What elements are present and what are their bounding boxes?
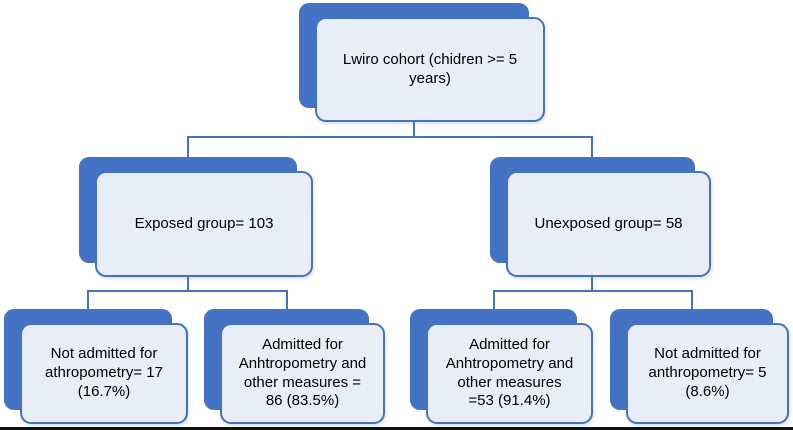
- node-unexposed-group: Unexposed group= 58: [490, 157, 711, 277]
- node-exposed-admitted-box: Admitted for Anhtropometry and other mea…: [220, 323, 385, 424]
- node-exposed-admitted: Admitted for Anhtropometry and other mea…: [204, 309, 385, 424]
- connector-unexposed-children: [493, 277, 693, 309]
- node-exposed-group: Exposed group= 103: [79, 157, 313, 277]
- node-unexposed-admitted-box: Admitted for Anhtropometry and other mea…: [426, 323, 593, 424]
- connector-root-children: [187, 122, 593, 157]
- node-root-label: Lwiro cohort (chidren >= 5 years): [342, 50, 518, 87]
- node-exposed-not-admitted: Not admitted for athropometry= 17 (16.7%…: [4, 309, 188, 424]
- node-unexposed-not-admitted-box: Not admitted for anthropometry= 5 (8.6%): [626, 323, 789, 424]
- node-unexposed-group-box: Unexposed group= 58: [506, 171, 711, 277]
- node-unexposed-admitted: Admitted for Anhtropometry and other mea…: [410, 309, 593, 424]
- node-unexposed-not-admitted-label: Not admitted for anthropometry= 5 (8.6%): [648, 345, 767, 400]
- node-unexposed-not-admitted: Not admitted for anthropometry= 5 (8.6%): [610, 309, 789, 424]
- node-root: Lwiro cohort (chidren >= 5 years): [299, 3, 545, 122]
- node-exposed-group-label: Exposed group= 103: [134, 214, 274, 232]
- figure-bottom-border: [0, 427, 793, 430]
- node-unexposed-group-label: Unexposed group= 58: [534, 214, 683, 232]
- node-exposed-not-admitted-label: Not admitted for athropometry= 17 (16.7%…: [45, 345, 163, 400]
- node-exposed-group-box: Exposed group= 103: [95, 171, 313, 277]
- node-exposed-admitted-label: Admitted for Anhtropometry and other mea…: [238, 336, 367, 410]
- node-root-box: Lwiro cohort (chidren >= 5 years): [315, 17, 545, 122]
- node-unexposed-admitted-label: Admitted for Anhtropometry and other mea…: [445, 336, 574, 410]
- node-exposed-not-admitted-box: Not admitted for athropometry= 17 (16.7%…: [20, 323, 188, 424]
- connector-exposed-children: [87, 277, 288, 309]
